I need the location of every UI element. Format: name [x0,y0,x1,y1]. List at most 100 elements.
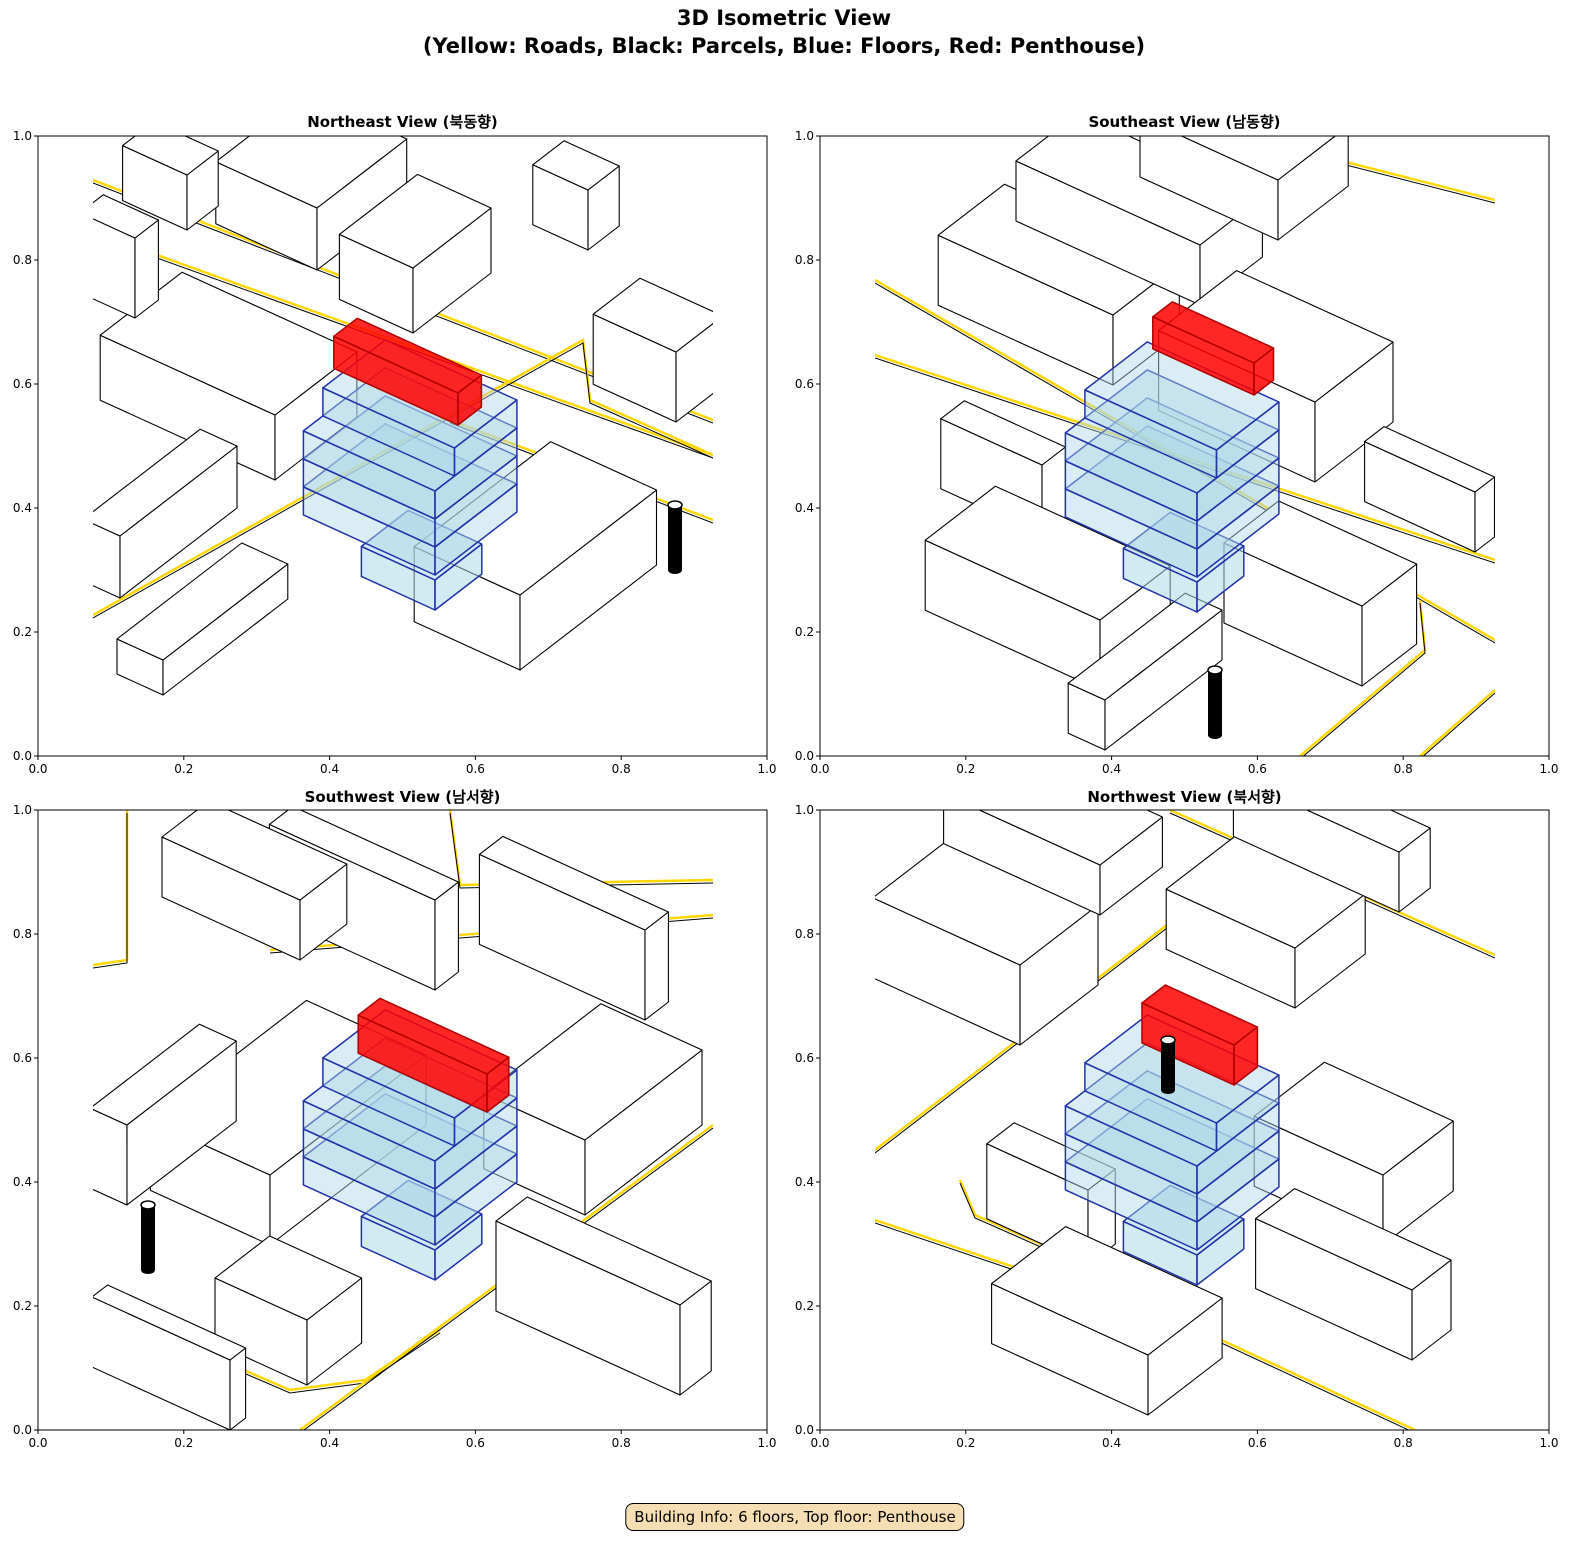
neighbor-building-face [93,1284,247,1361]
penthouse-face [1141,984,1259,1046]
x-tick-label: 0.6 [465,762,485,776]
floor-3 [302,395,518,548]
neighbor-building-face [978,810,1163,866]
neighbor-building-face [1305,810,1431,853]
panel-title-northwest: Northwest View (북서향) [1087,788,1282,806]
y-tick-label: 1.0 [794,129,814,143]
neighbor-building-face [1253,1061,1454,1176]
y-tick-label: 0.2 [12,625,32,639]
neighbor-building [1253,1061,1454,1246]
floor-4 [1064,369,1280,522]
neighbor-building [483,1003,703,1216]
neighbor-building-face [1277,136,1349,241]
neighbor-building-face [93,428,238,537]
road-line [1419,689,1495,756]
neighbor-building [943,810,1163,916]
y-tick-label: 0.8 [12,253,32,267]
y-tick-label: 0.4 [794,501,814,515]
penthouse-face [1152,301,1275,364]
neighbor-building [161,810,348,961]
y-tick-label: 0.6 [794,377,814,391]
neighbor-building [1232,810,1431,913]
road-line [875,353,1495,562]
y-tick-label: 1.0 [12,129,32,143]
penthouse [1152,301,1275,396]
neighbor-building-face [940,400,1066,466]
x-tick-label: 0.8 [611,762,631,776]
floor-4 [302,1037,518,1190]
x-tick-label: 0.4 [1102,762,1122,776]
panel-southeast-scene [875,136,1495,756]
neighbor-building-face [986,1122,1116,1191]
floor-5-face [1084,341,1280,451]
building-info-box: Building Info: 6 floors, Top floor: Pent… [625,1503,965,1531]
landmark-cylinder [1161,1040,1175,1090]
landmark-cylinder [1208,670,1222,735]
x-tick-label: 0.6 [465,1436,485,1450]
y-tick-label: 0.0 [12,749,32,763]
neighbor-building-face [93,194,159,239]
floor-4 [302,367,518,520]
neighbor-building-face [434,881,459,991]
x-tick-label: 1.0 [1539,1436,1559,1450]
neighbor-building-face [1364,426,1495,493]
neighbor-building [1255,1188,1452,1361]
panel-title-southeast: Southeast View (남동향) [1088,113,1281,131]
neighbor-building [93,1023,237,1206]
y-tick-label: 0.6 [12,1051,32,1065]
neighbor-building [1364,426,1495,553]
neighbor-building-face [93,1023,237,1126]
neighbor-building-face [338,173,492,269]
neighbor-building [592,277,713,423]
floor-5 [1084,1014,1280,1152]
x-tick-label: 0.8 [611,1436,631,1450]
y-tick-label: 0.8 [794,253,814,267]
neighbor-building-face [1180,136,1337,181]
y-tick-label: 0.2 [12,1299,32,1313]
y-tick-label: 0.4 [12,501,32,515]
panel-northwest-scene [875,810,1495,1430]
neighbor-building-face [122,136,219,176]
x-tick-label: 1.0 [757,762,777,776]
neighbor-building-face [161,810,348,901]
x-tick-label: 0.0 [810,762,830,776]
neighbor-building [495,1196,712,1396]
y-tick-label: 0.2 [794,625,814,639]
neighbor-building-face [644,911,669,1021]
panel-southwest-scene [93,810,713,1430]
cylinder-top [140,1200,156,1210]
neighbor-building-face [675,322,713,423]
parcel-line [93,342,713,619]
axes-frame-southwest [37,809,768,1431]
x-tick-label: 0.6 [1247,1436,1267,1450]
penthouse-face [357,997,510,1075]
neighbor-building [93,194,159,319]
neighbor-building [1165,834,1366,1009]
penthouse-face [333,317,483,394]
parcel-line [1422,692,1495,756]
parcel-line [1302,602,1426,756]
penthouse [1141,984,1259,1086]
neighbor-building [214,1235,363,1386]
neighbor-building-face [214,1235,363,1321]
figure-subtitle: (Yellow: Roads, Black: Parcels, Blue: Fl… [422,34,1146,58]
cylinder-top [667,500,683,510]
y-tick-label: 0.6 [794,1051,814,1065]
neighbor-building [478,835,669,1021]
neighbor-building [93,1284,247,1430]
x-tick-label: 0.2 [956,762,976,776]
neighbor-building-face [532,140,620,191]
cylinder-base [1161,1086,1175,1094]
floor-5 [1084,341,1280,479]
x-tick-label: 0.2 [956,1436,976,1450]
cylinder-top [1160,1035,1176,1045]
y-tick-label: 0.0 [12,1423,32,1437]
cylinder-base [141,1266,155,1274]
parcel-line [449,812,713,889]
road-line [93,810,129,967]
landmark-cylinder [141,1205,155,1270]
axes-frame-northeast [37,135,768,757]
neighbor-building [1139,136,1349,241]
neighbor-building [1223,500,1418,687]
y-tick-label: 0.2 [794,1299,814,1313]
